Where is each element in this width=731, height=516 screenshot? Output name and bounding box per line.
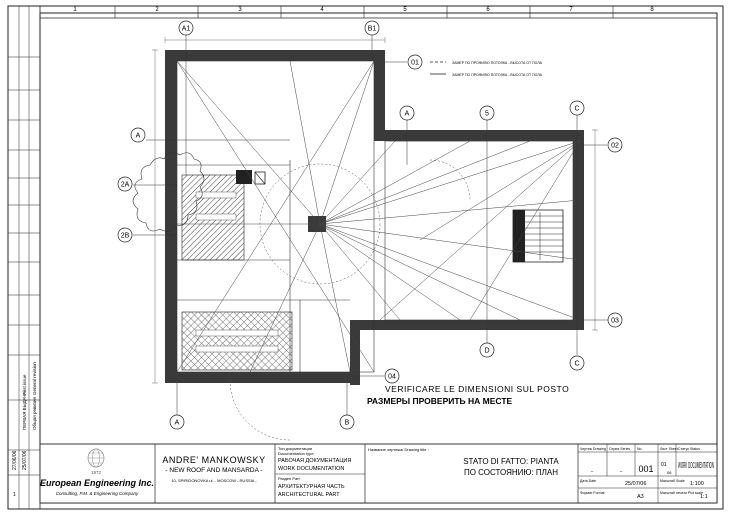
axis-label-A1: A1 bbox=[182, 26, 191, 33]
hatched-block-lower bbox=[181, 311, 293, 371]
axis-label-2B: 2B bbox=[121, 233, 130, 240]
axis-label-02: 02 bbox=[611, 143, 619, 150]
walls bbox=[165, 50, 584, 385]
col-label-3: 3 bbox=[238, 7, 242, 13]
axis-label-A-mid: A bbox=[405, 111, 410, 118]
axis-label-5: 5 bbox=[485, 111, 489, 118]
drawing-value: .. bbox=[590, 468, 594, 474]
plot-scale-label: Масштаб печати Plot scale bbox=[660, 491, 703, 495]
axis-label-B-bottom: B bbox=[345, 420, 350, 427]
col-label-8: 8 bbox=[650, 7, 654, 13]
company-subtitle: Consulting, P.M. & Engineering Company bbox=[56, 491, 139, 496]
legend-line-2: ЗАМЕР ПО ПРОФИЛЮ ПОТОЛКА - ВЫСОТА ОТ ПОЛ… bbox=[452, 73, 543, 77]
part-label: Раздел Part bbox=[278, 476, 301, 481]
company-name: European Engineering Inc. bbox=[40, 478, 154, 488]
rev-label-general: General revision bbox=[32, 362, 37, 395]
part-en: ARCHITECTURAL PART bbox=[278, 492, 340, 498]
axis-label-A-bottom: A bbox=[175, 420, 180, 427]
axis-label-2A: 2A bbox=[121, 182, 130, 189]
number-value: 001 bbox=[638, 464, 653, 474]
col-drawing-label: Чертеж Drawing bbox=[580, 447, 606, 451]
axis-label-01: 01 bbox=[411, 60, 419, 67]
project-name: - NEW ROOF AND MANSARDA - bbox=[165, 467, 262, 474]
part-ru: АРХИТЕКТУРНАЯ ЧАСТЬ bbox=[278, 484, 345, 490]
date-label: Дата Date bbox=[580, 479, 596, 483]
doc-type-label-ru: Тип документации bbox=[278, 446, 312, 451]
doc-type-en: WORK DOCUMENTATION bbox=[278, 466, 344, 472]
measurement-lines bbox=[176, 60, 581, 373]
doc-type-ru: РАБОЧАЯ ДОКУМЕНТАЦИЯ bbox=[278, 458, 351, 464]
series-value: .. bbox=[619, 468, 623, 474]
rev-label-ru2: ПЕРВАЯ ВЫДАЧА bbox=[22, 392, 27, 430]
drawing-title-label: Название чертежа/ Drawing title : bbox=[368, 447, 429, 452]
axis-label-D: D bbox=[484, 348, 489, 355]
drawing-title-it: STATO DI FATTO: PIANTA bbox=[463, 457, 559, 466]
rev-row-number: 1 bbox=[13, 492, 16, 498]
floor-plan: A1 B1 01 A 2A 2B A 5 C 02 03 D C 04 A B … bbox=[117, 20, 623, 441]
revision-strip: Общая ревизия ПЕРВАЯ ВЫДАЧА General revi… bbox=[7, 5, 41, 510]
col-label-1: 1 bbox=[73, 7, 77, 13]
plot-scale-value: 1:1 bbox=[700, 494, 708, 500]
revision-cloud bbox=[132, 152, 205, 232]
sheet-of-value: 06 bbox=[667, 470, 672, 475]
scale-label: Масштаб Scale bbox=[660, 479, 685, 483]
axis-label-B1: B1 bbox=[368, 26, 377, 33]
format-value: A3 bbox=[637, 494, 644, 500]
client-name: ANDRE' MANKOWSKY bbox=[162, 455, 265, 465]
company-year: 1972 bbox=[91, 470, 102, 475]
sheet-value: 01 bbox=[661, 462, 667, 468]
rev-label-ru1: Общая ревизия bbox=[32, 397, 37, 430]
outer-border bbox=[7, 5, 724, 510]
rev-date-2: 25/07/06 bbox=[22, 450, 28, 470]
verify-note-it: VERIFICARE LE DIMENSIONI SUL POSTO bbox=[385, 384, 569, 394]
scale-value: 1:100 bbox=[690, 481, 704, 487]
date-value: 25/07/06 bbox=[625, 481, 646, 487]
rev-label-first: First issue bbox=[22, 374, 27, 395]
col-no-label: No. bbox=[637, 447, 642, 451]
status-value: WORK DOCUMENTATION bbox=[678, 461, 714, 470]
doc-type-label-en: Documentation type bbox=[278, 451, 314, 456]
axis-label-A-left: A bbox=[136, 133, 141, 140]
axis-label-C-bottom: C bbox=[574, 361, 579, 368]
axis-label-03: 03 bbox=[611, 318, 619, 325]
col-status-label: Статус Status bbox=[678, 447, 700, 451]
column-grid-header: 1 2 3 4 5 6 7 8 bbox=[73, 6, 654, 18]
col-label-4: 4 bbox=[320, 7, 324, 13]
rev-date-1: 27/06/06 bbox=[12, 450, 18, 470]
axis-label-04: 04 bbox=[388, 374, 396, 381]
verify-note-ru: РАЗМЕРЫ ПРОВЕРИТЬ НА МЕСТЕ bbox=[367, 396, 513, 406]
title-block: 1972 European Engineering Inc. Consultin… bbox=[39, 443, 718, 504]
col-label-7: 7 bbox=[569, 7, 573, 13]
project-address: 10, SPIRIDONOVKA ul. - MOSCOW - RUSSIA - bbox=[171, 478, 257, 483]
col-series-label: Серия Series bbox=[609, 447, 630, 451]
drawing-title-ru: ПО СОСТОЯНИЮ: ПЛАН bbox=[464, 468, 558, 477]
axis-label-C-top: C bbox=[574, 106, 579, 113]
plan-legend: ЗАМЕР ПО ПРОФИЛЮ ПОТОЛКА - ВЫСОТА ОТ ПОЛ… bbox=[430, 61, 543, 77]
legend-line-1: ЗАМЕР ПО ПРОФИЛЮ ПОТОЛКА - ВЫСОТА ОТ ПОЛ… bbox=[452, 61, 543, 65]
company-logo: 1972 bbox=[87, 448, 105, 475]
format-label: Формат Format bbox=[580, 491, 605, 495]
col-label-5: 5 bbox=[403, 7, 407, 13]
col-label-6: 6 bbox=[486, 7, 490, 13]
col-sheet-label: Лист Sheet bbox=[660, 447, 678, 451]
col-label-2: 2 bbox=[155, 7, 159, 13]
